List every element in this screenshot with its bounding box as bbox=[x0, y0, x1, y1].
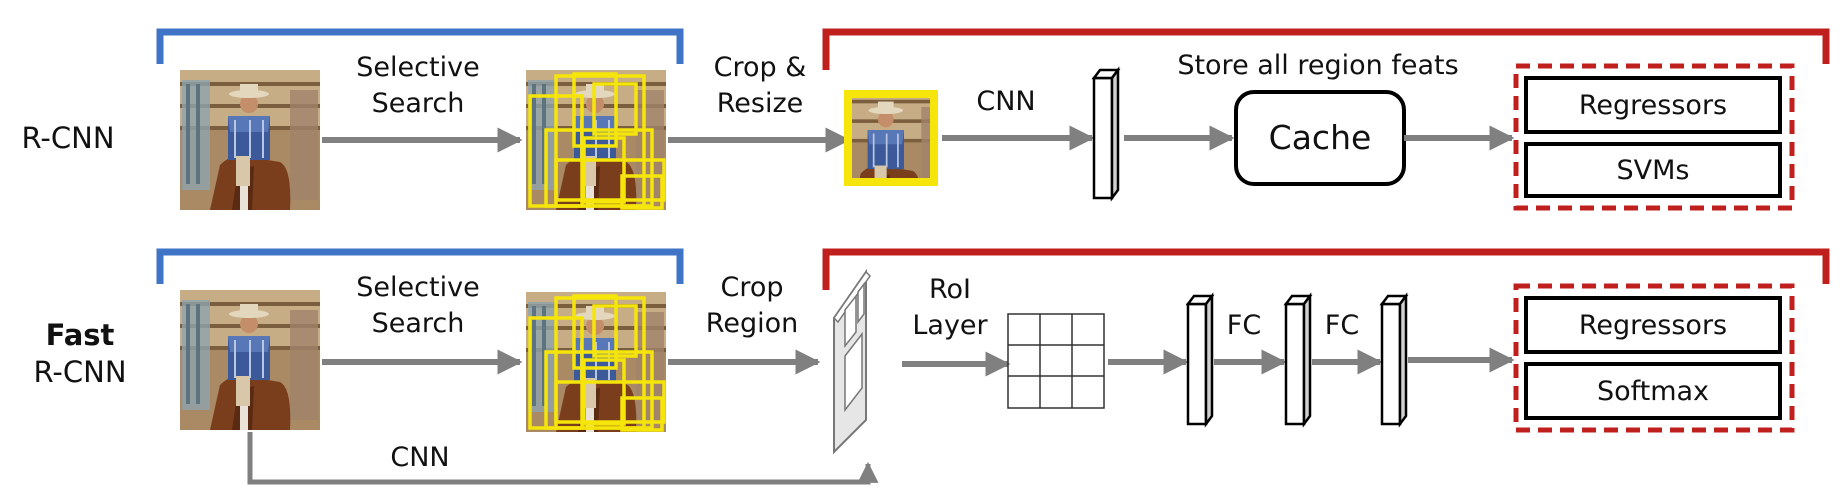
row-fast-rcnn: Fast R-CNN Selective Search Crop Region … bbox=[33, 248, 1830, 485]
softmax-label: Softmax bbox=[1597, 376, 1709, 407]
row-rcnn: R-CNN Selective Search Crop & Resize CNN… bbox=[21, 28, 1830, 211]
row-title-fast: Fast bbox=[46, 318, 115, 352]
crop-resize-label: Resize bbox=[717, 88, 804, 119]
fc3-vector-icon bbox=[1380, 294, 1408, 426]
crop-resize-label: Crop & bbox=[714, 52, 807, 83]
roi-layer-label: Layer bbox=[912, 310, 988, 341]
fc1-vector-icon bbox=[1186, 294, 1214, 426]
heads-dashed-box bbox=[1513, 63, 1795, 211]
arrow-cnn-bottom bbox=[247, 432, 879, 485]
red-bracket bbox=[822, 248, 1830, 290]
fc-label-2: FC bbox=[1325, 310, 1359, 341]
selective-search-label: Search bbox=[372, 308, 465, 339]
proposals-image bbox=[525, 69, 667, 211]
blue-bracket bbox=[156, 28, 684, 64]
red-bracket bbox=[822, 28, 1830, 70]
roi-layer-label: RoI bbox=[929, 274, 971, 305]
row-title-rcnn: R-CNN bbox=[21, 121, 114, 155]
proposals-image bbox=[525, 291, 667, 433]
crop-region-label: Crop bbox=[720, 272, 783, 303]
selective-search-label: Selective bbox=[356, 272, 479, 303]
svms-box bbox=[1524, 142, 1782, 198]
input-image bbox=[179, 289, 321, 431]
heads-dashed-box bbox=[1513, 283, 1795, 433]
regressors-label: Regressors bbox=[1579, 310, 1727, 341]
selective-search-label: Search bbox=[372, 88, 465, 119]
fc-label-1: FC bbox=[1227, 310, 1261, 341]
blue-bracket bbox=[156, 248, 684, 284]
fc2-vector-icon bbox=[1284, 294, 1312, 426]
cnn-bottom-label: CNN bbox=[390, 442, 449, 473]
feature-vector-icon bbox=[1092, 68, 1120, 200]
feature-map-icon bbox=[833, 268, 871, 455]
cropped-region bbox=[844, 90, 938, 186]
svms-label: SVMs bbox=[1617, 155, 1690, 186]
row-title-rcnn-2: R-CNN bbox=[33, 355, 126, 389]
softmax-box bbox=[1524, 362, 1782, 420]
regressors-label: Regressors bbox=[1579, 90, 1727, 121]
selective-search-label: Selective bbox=[356, 52, 479, 83]
cache-label: Cache bbox=[1269, 118, 1372, 157]
input-image bbox=[179, 69, 321, 211]
cnn-label: CNN bbox=[976, 86, 1035, 117]
roi-grid-icon bbox=[1007, 313, 1105, 409]
regressors-box bbox=[1524, 296, 1782, 354]
regressors-box bbox=[1524, 76, 1782, 134]
crop-region-label: Region bbox=[706, 308, 798, 339]
store-feats-label: Store all region feats bbox=[1177, 50, 1458, 81]
